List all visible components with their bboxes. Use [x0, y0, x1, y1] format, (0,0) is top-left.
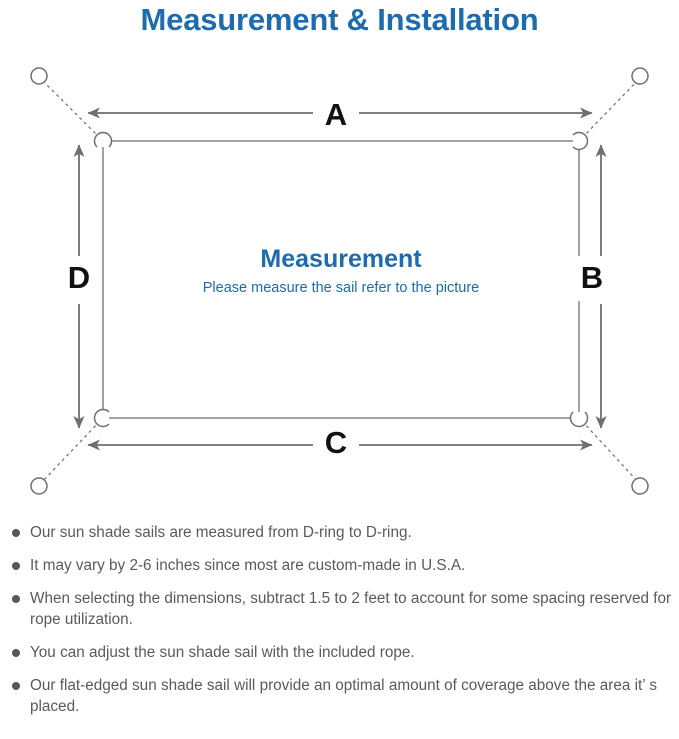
- bullet-icon: [12, 529, 20, 537]
- dimension-label-a: A: [313, 96, 359, 135]
- list-item: When selecting the dimensions, subtract …: [0, 588, 679, 630]
- list-item-text: You can adjust the sun shade sail with t…: [30, 644, 415, 661]
- d-ring-top-left: [93, 131, 113, 148]
- bullet-icon: [12, 595, 20, 603]
- bullet-icon: [12, 562, 20, 570]
- rope-top-right: [581, 77, 641, 139]
- list-item-text: When selecting the dimensions, subtract …: [30, 590, 672, 628]
- anchor-point-top-right: [631, 67, 649, 85]
- rope-top-left: [39, 77, 101, 139]
- rope-bottom-right: [581, 420, 641, 485]
- list-item: Our flat-edged sun shade sail will provi…: [0, 675, 679, 717]
- anchor-point-bottom-left: [30, 477, 48, 495]
- d-ring-bottom-right: [569, 411, 589, 428]
- dimension-label-b: B: [575, 256, 609, 301]
- list-item-text: Our sun shade sails are measured from D-…: [30, 524, 412, 541]
- page-title: Measurement & Installation: [140, 2, 539, 37]
- list-item: It may vary by 2-6 inches since most are…: [0, 555, 679, 576]
- anchor-point-bottom-right: [631, 477, 649, 495]
- shade-sail-diagram: [0, 46, 679, 516]
- sail-rectangle: [102, 140, 580, 419]
- list-item: Our sun shade sails are measured from D-…: [0, 522, 679, 543]
- list-item-text: Our flat-edged sun shade sail will provi…: [30, 677, 657, 715]
- sail-measurement-sublabel: Please measure the sail refer to the pic…: [202, 280, 480, 296]
- bullet-icon: [12, 649, 20, 657]
- dimension-label-c: C: [313, 424, 359, 463]
- notes-list: Our sun shade sails are measured from D-…: [0, 522, 679, 729]
- sail-measurement-label: Measurement: [260, 245, 422, 273]
- list-item: You can adjust the sun shade sail with t…: [0, 642, 679, 663]
- d-ring-top-right: [572, 131, 589, 151]
- diagram-svg: [30, 67, 649, 495]
- anchor-point-top-left: [30, 67, 48, 85]
- rope-bottom-left: [39, 420, 101, 485]
- list-item-text: It may vary by 2-6 inches since most are…: [30, 557, 466, 574]
- bullet-icon: [12, 682, 20, 690]
- dimension-label-d: D: [62, 256, 96, 301]
- d-ring-bottom-left: [93, 408, 110, 428]
